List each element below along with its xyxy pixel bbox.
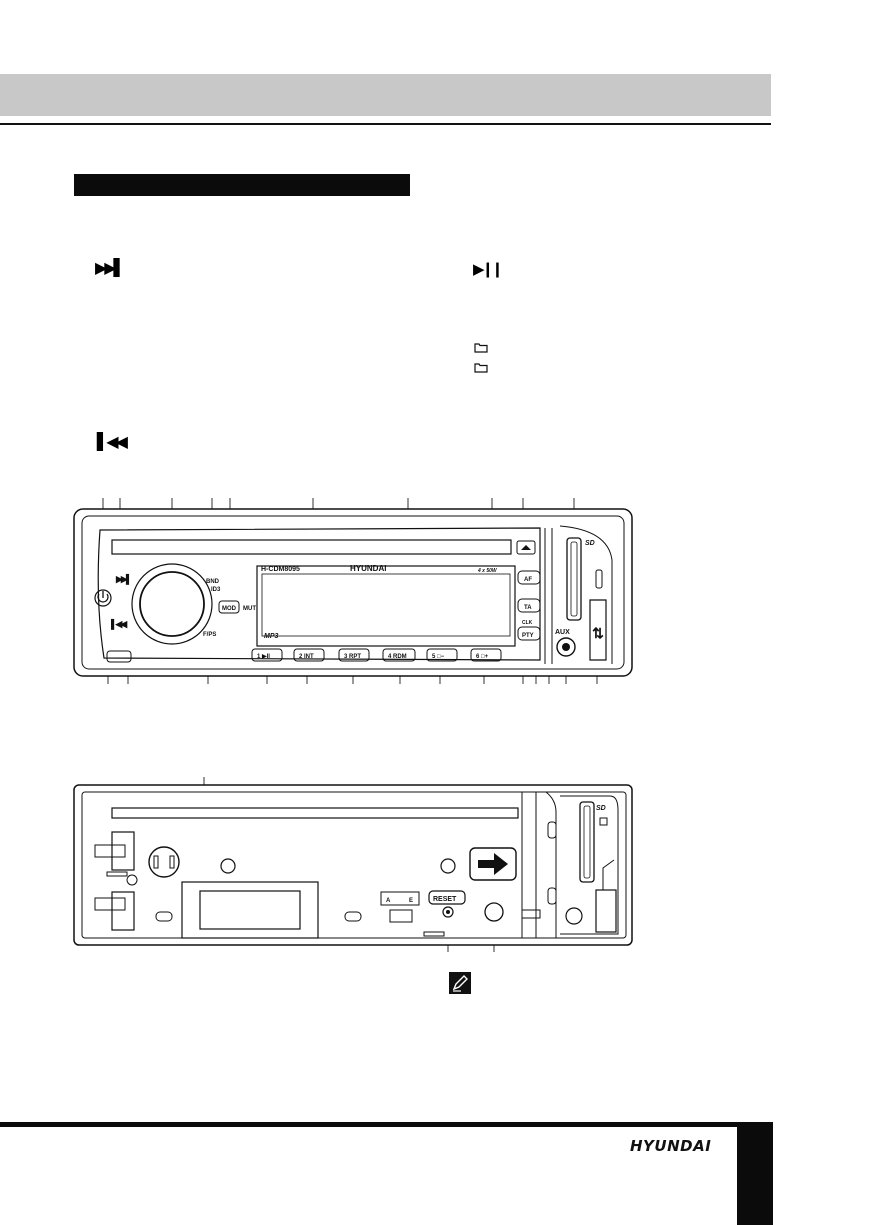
mod-label: MOD	[222, 606, 237, 612]
pty-label: PTY	[522, 633, 534, 639]
footer-brand-logo: HYUNDAI	[630, 1137, 712, 1155]
bnd-label: BND	[206, 579, 220, 585]
id3-label: ID3	[211, 587, 221, 593]
header-rule	[0, 123, 771, 125]
svg-text:▶▶▌: ▶▶▌	[115, 573, 130, 585]
preset-2: 2 INT	[299, 654, 314, 660]
e-label: E	[409, 898, 413, 904]
footer-rule	[0, 1122, 771, 1127]
preset-4: 4 RDM	[388, 654, 407, 660]
power-label: 4 x 50W	[477, 568, 498, 574]
header-band	[0, 74, 771, 116]
svg-text:⇅: ⇅	[592, 625, 604, 641]
note-icon	[449, 972, 471, 994]
af-label: AF	[524, 577, 532, 583]
prev-track-icon: ▌◀◀	[97, 432, 128, 451]
rear-sd-logo: SD	[596, 805, 606, 812]
section-title-bar	[74, 174, 410, 196]
page-tab	[737, 1122, 773, 1225]
next-track-icon: ▶▶▌	[95, 258, 126, 277]
clk-label: CLK	[522, 620, 533, 626]
fps-label: F/PS	[203, 632, 216, 638]
reset-label: RESET	[433, 896, 457, 903]
panel-brand: HYUNDAI	[350, 564, 386, 573]
mp3-logo: MP3	[264, 633, 279, 640]
play-pause-icon: ▶❙❙	[473, 260, 504, 278]
model-label: H-CDM8095	[261, 566, 300, 573]
preset-5: 5 □−	[432, 654, 445, 660]
ta-label: TA	[524, 605, 532, 611]
folder-down-icon	[474, 363, 488, 373]
preset-6: 6 □+	[476, 654, 489, 660]
preset-1: 1 ▶II	[257, 653, 270, 660]
preset-3: 3 RPT	[344, 654, 361, 660]
aux-label: AUX	[555, 629, 570, 636]
a-label: A	[386, 898, 391, 904]
mut-label: MUT	[243, 606, 256, 612]
sd-logo: SD	[585, 540, 595, 547]
folder-up-icon	[474, 343, 488, 353]
